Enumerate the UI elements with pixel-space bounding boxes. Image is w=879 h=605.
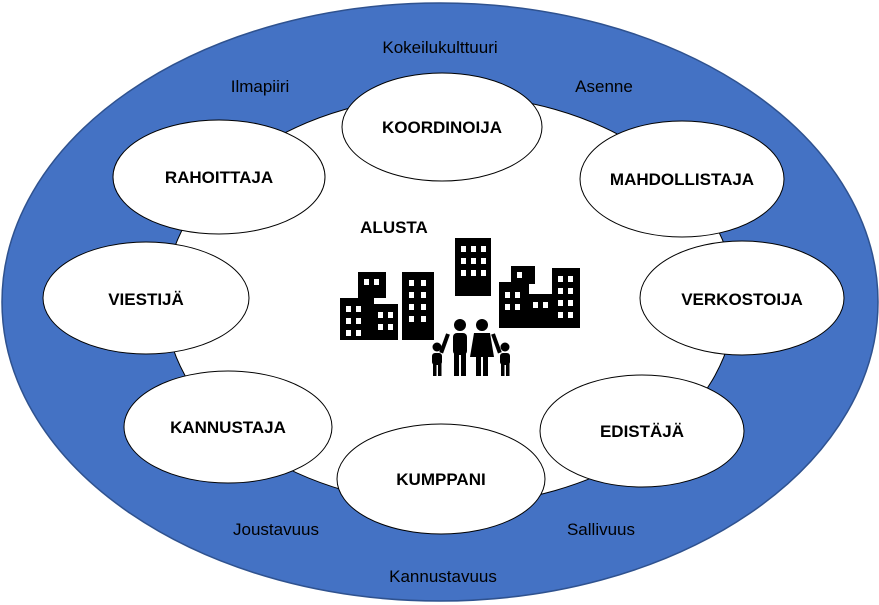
role-verkostoija: VERKOSTOIJA [639, 240, 845, 356]
role-viestija: VIESTIJÄ [42, 241, 250, 355]
role-kannustaja: KANNUSTAJA [123, 370, 333, 484]
outer-word-top-left: Ilmapiiri [231, 77, 290, 96]
outer-word-bottom-right: Sallivuus [567, 520, 635, 539]
city-family-icon [340, 238, 580, 376]
role-kumppani: KUMPPANI [336, 423, 546, 535]
role-mahdollistaja: MAHDOLLISTAJA [579, 120, 785, 238]
role-koordinoija: KOORDINOIJA [341, 72, 543, 182]
role-kannustaja-label: KANNUSTAJA [170, 418, 286, 437]
role-mahdollistaja-label: MAHDOLLISTAJA [610, 170, 754, 189]
role-viestija-label: VIESTIJÄ [108, 290, 184, 309]
outer-word-bottom: Kannustavuus [389, 567, 497, 586]
role-edistaja: EDISTÄJÄ [539, 374, 745, 488]
outer-word-top-right: Asenne [575, 77, 633, 96]
outer-word-bottom-left: Joustavuus [233, 520, 319, 539]
role-koordinoija-label: KOORDINOIJA [382, 118, 502, 137]
center-title: ALUSTA [360, 218, 428, 237]
role-kumppani-label: KUMPPANI [396, 470, 485, 489]
role-edistaja-label: EDISTÄJÄ [600, 422, 684, 441]
role-rahoittaja: RAHOITTAJA [112, 119, 326, 235]
role-rahoittaja-label: RAHOITTAJA [165, 168, 273, 187]
role-verkostoija-label: VERKOSTOIJA [681, 290, 803, 309]
outer-word-top: Kokeilukulttuuri [382, 38, 497, 57]
